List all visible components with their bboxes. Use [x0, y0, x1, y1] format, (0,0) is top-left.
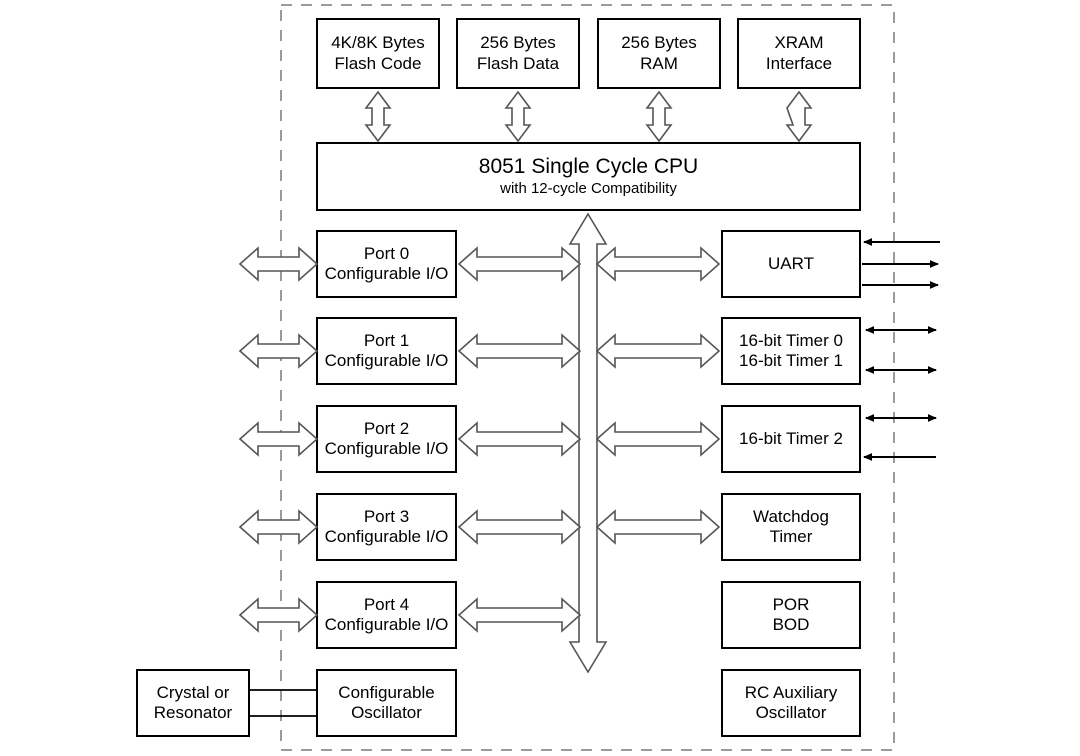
xram-line2: Interface — [765, 53, 833, 73]
cpu-line2: with 12-cycle Compatibility — [500, 180, 677, 198]
bus-link-timer-0-1 — [595, 333, 721, 369]
bus-link-port-2 — [457, 421, 582, 457]
ram-line2: RAM — [640, 53, 678, 73]
bus-arrow-flash-data — [504, 90, 532, 143]
peripheral-block-uart[interactable]: UART — [721, 230, 861, 298]
bus-link-port-0 — [457, 246, 582, 282]
bus-link-watchdog — [595, 509, 721, 545]
port-block-port-3[interactable]: Port 3 Configurable I/O — [316, 493, 457, 561]
internal-bus-arrow — [568, 212, 608, 674]
bus-link-port-4 — [457, 597, 582, 633]
peripheral-block-rc-aux-osc[interactable]: RC Auxiliary Oscillator — [721, 669, 861, 737]
external-io-arrow-port-2 — [238, 421, 319, 457]
bus-arrow-ram — [645, 90, 673, 143]
peripheral-block-watchdog-timer[interactable]: Watchdog Timer — [721, 493, 861, 561]
bus-arrow-flash-code — [364, 90, 392, 143]
ram-line1: 256 Bytes — [621, 33, 697, 53]
osc-line1: Configurable — [338, 682, 435, 702]
crystal-resonator-block[interactable]: Crystal or Resonator — [136, 669, 250, 737]
peripheral-block-por-bod[interactable]: POR BOD — [721, 581, 861, 649]
peripheral-block-timer-2[interactable]: 16-bit Timer 2 — [721, 405, 861, 473]
timer-0-1-line2: 16-bit Timer 1 — [739, 351, 843, 370]
watchdog-line1: Watchdog — [753, 506, 829, 526]
flash-code-line2: Flash Code — [334, 53, 422, 73]
port-2-line1: Port 2 — [363, 418, 410, 438]
bus-link-uart — [595, 246, 721, 282]
port-4-line2: Configurable I/O — [324, 615, 449, 634]
bus-arrow-xram — [785, 90, 813, 143]
port-block-port-0[interactable]: Port 0 Configurable I/O — [316, 230, 457, 298]
timer-0-1-line1: 16-bit Timer 0 — [739, 330, 843, 350]
external-io-arrow-port-1 — [238, 333, 319, 369]
peripheral-block-timer-0-1[interactable]: 16-bit Timer 0 16-bit Timer 1 — [721, 317, 861, 385]
port-2-line2: Configurable I/O — [324, 439, 449, 458]
timer-2-line1: 16-bit Timer 2 — [739, 428, 843, 448]
memory-block-ram[interactable]: 256 Bytes RAM — [597, 18, 721, 89]
flash-data-line2: Flash Data — [476, 53, 560, 73]
port-3-line1: Port 3 — [363, 506, 410, 526]
port-1-line2: Configurable I/O — [324, 351, 449, 370]
external-io-arrow-port-4 — [238, 597, 319, 633]
bod-line2: BOD — [772, 615, 810, 634]
configurable-oscillator-block[interactable]: Configurable Oscillator — [316, 669, 457, 737]
bus-link-port-1 — [457, 333, 582, 369]
cpu-line1: 8051 Single Cycle CPU — [478, 155, 699, 179]
flash-code-line1: 4K/8K Bytes — [331, 33, 425, 53]
memory-block-flash-data[interactable]: 256 Bytes Flash Data — [456, 18, 580, 89]
crystal-line1: Crystal or — [156, 682, 230, 702]
port-block-port-4[interactable]: Port 4 Configurable I/O — [316, 581, 457, 649]
xram-line1: XRAM — [774, 33, 824, 53]
bus-link-timer-2 — [595, 421, 721, 457]
bus-link-port-3 — [457, 509, 582, 545]
port-block-port-2[interactable]: Port 2 Configurable I/O — [316, 405, 457, 473]
external-io-arrow-port-3 — [238, 509, 319, 545]
port-4-line1: Port 4 — [363, 594, 410, 614]
memory-block-flash-code[interactable]: 4K/8K Bytes Flash Code — [316, 18, 440, 89]
cpu-block[interactable]: 8051 Single Cycle CPU with 12-cycle Comp… — [316, 142, 861, 211]
port-0-line1: Port 0 — [363, 243, 410, 263]
port-3-line2: Configurable I/O — [324, 527, 449, 546]
rc-aux-line1: RC Auxiliary — [744, 682, 838, 702]
port-0-line2: Configurable I/O — [324, 264, 449, 283]
crystal-line2: Resonator — [153, 703, 233, 722]
rc-aux-line2: Oscillator — [755, 703, 827, 722]
watchdog-line2: Timer — [769, 527, 813, 546]
external-io-arrow-port-0 — [238, 246, 319, 282]
osc-line2: Oscillator — [351, 703, 422, 722]
flash-data-line1: 256 Bytes — [480, 33, 556, 53]
port-block-port-1[interactable]: Port 1 Configurable I/O — [316, 317, 457, 385]
memory-block-xram[interactable]: XRAM Interface — [737, 18, 861, 89]
port-1-line1: Port 1 — [363, 330, 410, 350]
por-line1: POR — [772, 594, 810, 614]
uart-line1: UART — [768, 253, 814, 273]
